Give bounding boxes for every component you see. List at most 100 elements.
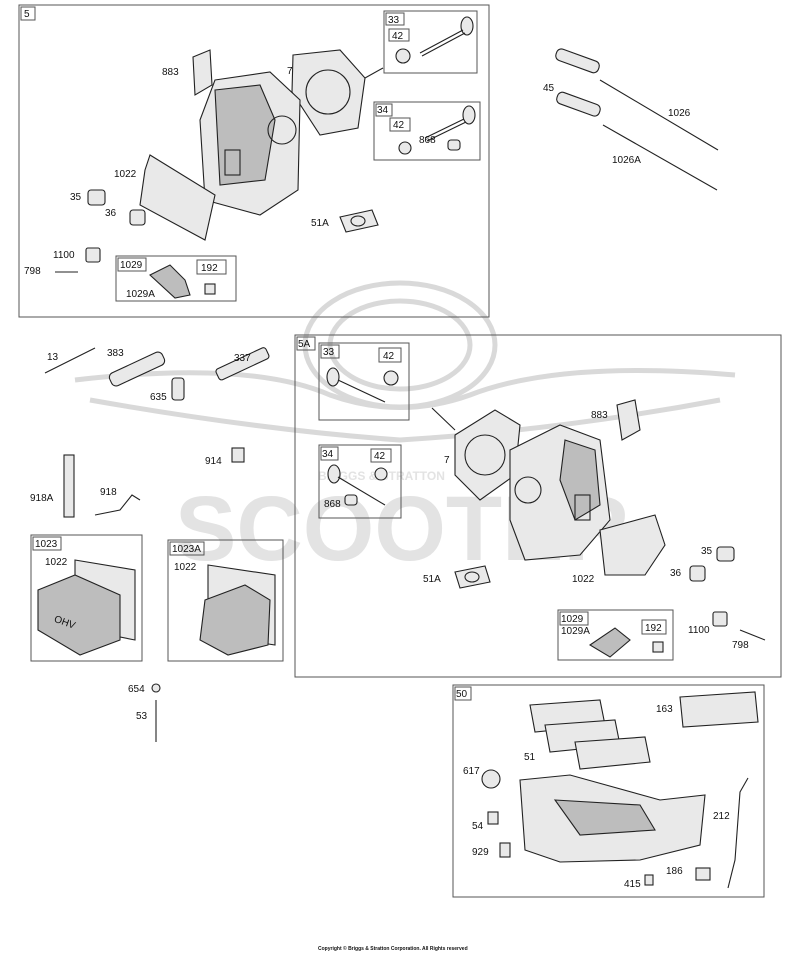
label-1022c: 1022 — [174, 562, 197, 573]
group-label-1029: 1029 — [120, 260, 143, 271]
bolt-54 — [487, 811, 499, 825]
bolt-798b — [739, 629, 766, 641]
retainer-42 — [395, 48, 411, 64]
group-label-1023A: 1023A — [172, 544, 201, 555]
label-51A: 51A — [311, 218, 329, 229]
lifter-45a — [555, 48, 600, 74]
loose-parts: 13 383 337 635 914 918A 918 — [30, 347, 270, 518]
label-1100: 1100 — [53, 250, 75, 261]
label-415: 415 — [624, 879, 641, 890]
group-label-192: 192 — [201, 263, 218, 274]
label-617: 617 — [463, 766, 480, 777]
gasket-51Ab — [454, 565, 491, 589]
pushrod-1026A — [602, 124, 718, 191]
group-1023: 1023 1022 OHV — [30, 534, 143, 662]
retainer-42c — [383, 370, 399, 386]
copyright-text: Copyright © Briggs & Stratton Corporatio… — [318, 945, 468, 952]
label-929: 929 — [472, 847, 489, 858]
gasket-1022 — [139, 154, 216, 241]
label-868: 868 — [419, 135, 436, 146]
label-337: 337 — [234, 353, 251, 364]
group-label-192b: 192 — [645, 623, 662, 634]
nut-654 — [151, 683, 161, 693]
gaskets-51 — [529, 699, 651, 770]
label-883: 883 — [162, 67, 179, 78]
label-36: 36 — [105, 208, 117, 219]
label-1022b: 1022 — [45, 557, 68, 568]
group-label-34b: 34 — [322, 449, 334, 460]
group-5: 5 33 42 34 42 868 7 — [18, 4, 490, 318]
group-label-1029b: 1029 — [561, 614, 584, 625]
label-1026: 1026 — [668, 108, 691, 119]
group-label-50: 50 — [456, 689, 468, 700]
part-383 — [108, 351, 166, 387]
label-798: 798 — [24, 266, 41, 277]
cylinder-head-b — [509, 424, 611, 561]
valve-34b — [327, 464, 341, 484]
group-label-42: 42 — [392, 31, 404, 42]
label-7b: 7 — [444, 455, 450, 466]
retainer-42b — [398, 141, 412, 155]
plug-415 — [644, 874, 654, 886]
valve-33b — [326, 367, 340, 387]
label-7: 7 — [287, 66, 293, 77]
label-163: 163 — [656, 704, 673, 715]
rod-212 — [727, 777, 749, 889]
gasket-163 — [679, 691, 759, 728]
part-1100b — [712, 611, 728, 627]
label-35: 35 — [70, 192, 82, 203]
valve-cover-1023A — [199, 584, 271, 656]
valve-34 — [424, 105, 476, 142]
group-label-42b: 42 — [393, 120, 405, 131]
pushrod-1026 — [599, 79, 719, 151]
label-1029A: 1029A — [126, 289, 155, 300]
label-54: 54 — [472, 821, 484, 832]
group-label-1023: 1023 — [35, 539, 58, 550]
label-383: 383 — [107, 348, 124, 359]
spring-35 — [87, 189, 106, 206]
label-635: 635 — [150, 392, 167, 403]
label-1022: 1022 — [114, 169, 137, 180]
label-798b: 798 — [732, 640, 749, 651]
label-13: 13 — [47, 352, 59, 363]
head-gasket-7 — [291, 49, 366, 136]
nut-192 — [204, 283, 216, 295]
label-883b: 883 — [591, 410, 608, 421]
retainer-42d — [374, 467, 388, 481]
label-1022d: 1022 — [572, 574, 595, 585]
fitting-186 — [695, 867, 711, 881]
group-label-42d: 42 — [374, 451, 386, 462]
valve-33 — [419, 16, 474, 57]
group-label-5: 5 — [24, 9, 30, 20]
gasket-1022d — [599, 514, 666, 576]
group-label-5A: 5A — [298, 339, 311, 350]
spark-plug-337 — [215, 347, 270, 381]
nut-192b — [652, 641, 664, 653]
group-50: 50 163 51 617 54 929 415 186 212 — [452, 684, 765, 898]
spring-36 — [129, 209, 146, 226]
intake-manifold — [519, 774, 706, 863]
cylinder-head — [199, 71, 301, 216]
gasket-883b — [616, 399, 641, 441]
label-1100b: 1100 — [688, 625, 710, 636]
group-1023A: 1023A 1022 — [167, 539, 284, 662]
gasket-883 — [192, 49, 213, 96]
group-label-34: 34 — [377, 105, 389, 116]
label-212: 212 — [713, 811, 730, 822]
oring-617 — [481, 769, 501, 789]
label-868b: 868 — [324, 499, 341, 510]
label-53: 53 — [136, 711, 148, 722]
group-label-33: 33 — [388, 15, 400, 26]
group-5A: 5A 33 42 34 42 868 7 883 — [294, 334, 782, 678]
tube-918A — [63, 454, 75, 518]
rocker-1029A — [149, 264, 191, 299]
seal-868b — [344, 494, 358, 506]
seal-868a — [447, 139, 461, 151]
tube-918 — [94, 494, 141, 516]
part-1100 — [85, 247, 101, 263]
label-914: 914 — [205, 456, 222, 467]
spring-36b — [689, 565, 706, 582]
label-186: 186 — [666, 866, 683, 877]
group-label-42c: 42 — [383, 351, 395, 362]
